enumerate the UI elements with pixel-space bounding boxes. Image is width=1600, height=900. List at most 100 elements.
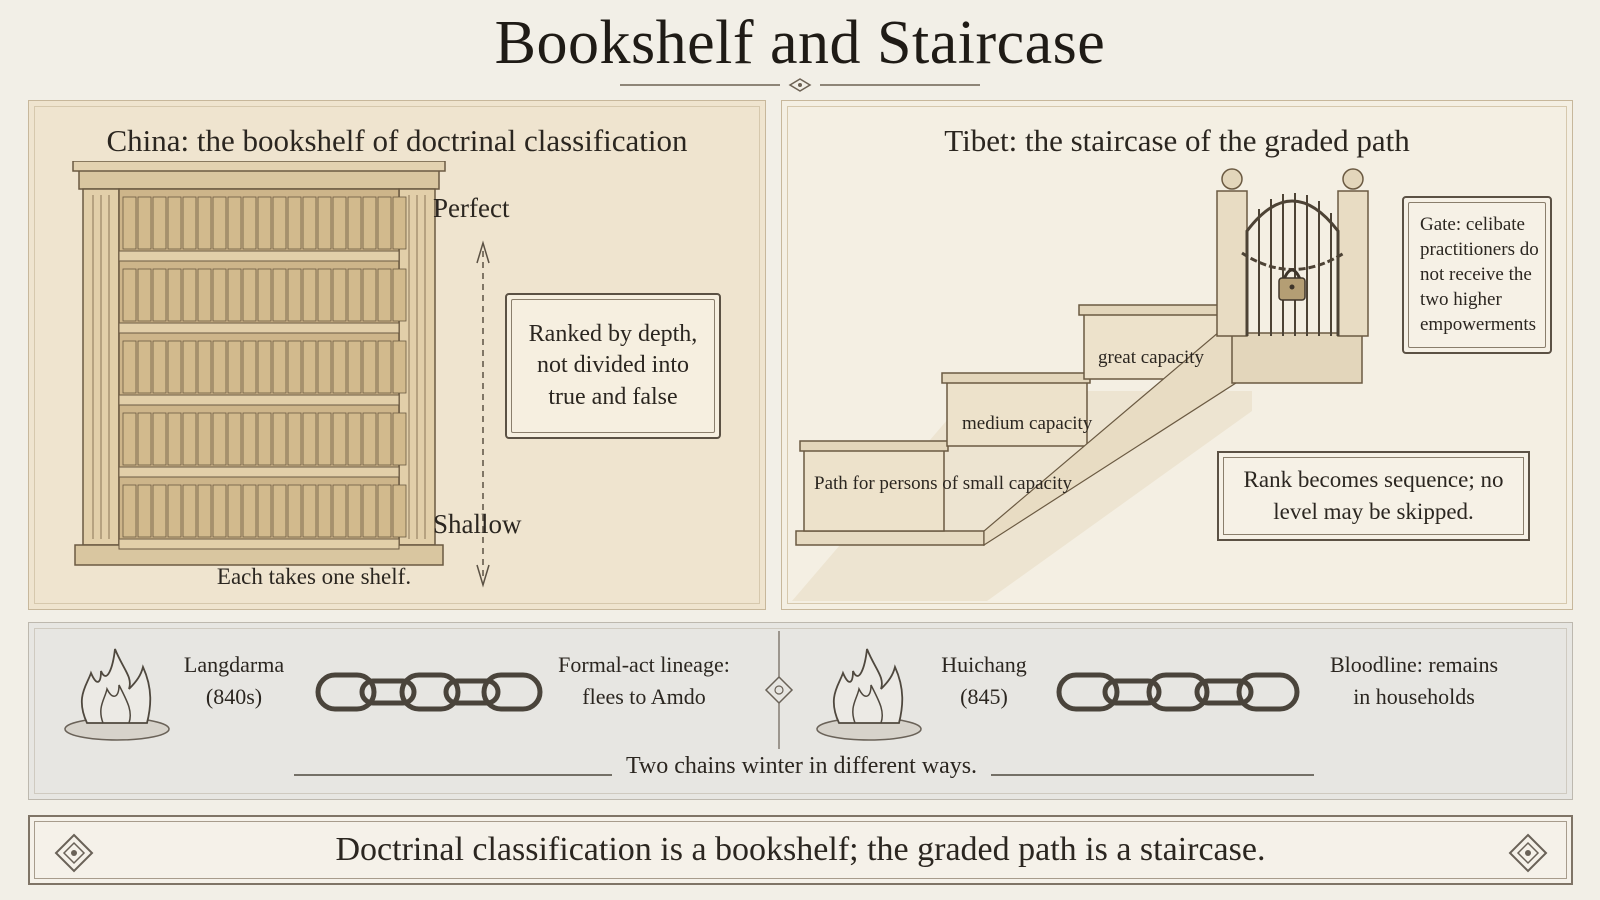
book <box>243 269 256 321</box>
book <box>393 413 406 465</box>
china-panel: China: the bookshelf of doctrinal classi… <box>28 100 766 610</box>
book <box>288 413 301 465</box>
book <box>333 485 346 537</box>
book <box>378 413 391 465</box>
fire-icon <box>57 627 177 747</box>
china-heading: China: the bookshelf of doctrinal classi… <box>29 123 765 159</box>
book <box>213 413 226 465</box>
page-title: Bookshelf and Staircase <box>0 8 1600 79</box>
book <box>198 197 211 249</box>
rank-sequence-note: Rank becomes sequence; no level may be s… <box>1217 451 1530 541</box>
formal-act-lineage-label: Formal-act lineage: flees to Amdo <box>549 649 739 713</box>
step-small-capacity: Path for persons of small capacity <box>814 471 1072 497</box>
bookshelf-caption: Each takes one shelf. <box>29 564 599 590</box>
chain-icon <box>314 667 544 717</box>
gate-icon <box>1217 169 1368 336</box>
book <box>138 269 151 321</box>
ranked-by-depth-note: Ranked by depth, not divided into true a… <box>505 293 721 439</box>
book <box>348 197 361 249</box>
book <box>213 485 226 537</box>
book <box>288 485 301 537</box>
book <box>213 197 226 249</box>
book <box>183 413 196 465</box>
shelf-row <box>119 341 406 405</box>
book <box>393 341 406 393</box>
bookshelf-illustration <box>69 161 449 581</box>
rank-note-text: Rank becomes sequence; no level may be s… <box>1244 464 1504 528</box>
book <box>318 341 331 393</box>
book <box>138 413 151 465</box>
shelf-plank <box>119 539 399 549</box>
book <box>363 197 376 249</box>
book <box>168 269 181 321</box>
book <box>123 485 136 537</box>
book <box>153 269 166 321</box>
book <box>228 197 241 249</box>
book <box>363 485 376 537</box>
book <box>303 269 316 321</box>
shelf-plank <box>119 251 399 261</box>
book <box>273 269 286 321</box>
book <box>243 413 256 465</box>
book <box>168 341 181 393</box>
book <box>258 413 271 465</box>
book <box>168 485 181 537</box>
book <box>318 413 331 465</box>
persecution-panel: Langdarma (840s) Formal-act lineage: fle… <box>28 622 1573 800</box>
step-great-capacity: great capacity <box>1098 345 1204 371</box>
book <box>123 197 136 249</box>
book <box>288 341 301 393</box>
ranked-note-text: Ranked by depth, not divided into true a… <box>519 319 707 413</box>
book <box>123 269 136 321</box>
perfect-label: Perfect <box>433 193 509 224</box>
book <box>348 269 361 321</box>
book <box>213 341 226 393</box>
gate-note: Gate: celibate practitioners do not rece… <box>1402 196 1552 354</box>
book <box>228 341 241 393</box>
book <box>243 341 256 393</box>
book <box>228 413 241 465</box>
book <box>183 197 196 249</box>
book <box>243 485 256 537</box>
tibet-panel: Tibet: the staircase of the graded path <box>781 100 1573 610</box>
book <box>288 197 301 249</box>
book <box>333 413 346 465</box>
winter-caption: Two chains winter in different ways. <box>29 753 1574 780</box>
book <box>138 197 151 249</box>
book <box>273 485 286 537</box>
book <box>363 413 376 465</box>
book <box>198 485 211 537</box>
chain-icon <box>1055 667 1303 717</box>
step-medium-capacity: medium capacity <box>962 411 1092 437</box>
book <box>153 197 166 249</box>
book <box>228 485 241 537</box>
book <box>348 341 361 393</box>
book <box>183 341 196 393</box>
book <box>393 485 406 537</box>
shelf-row <box>119 197 406 261</box>
book <box>213 269 226 321</box>
book <box>138 341 151 393</box>
book <box>273 413 286 465</box>
book <box>168 413 181 465</box>
fire-icon <box>809 627 929 747</box>
book <box>363 269 376 321</box>
book <box>258 485 271 537</box>
book <box>393 197 406 249</box>
book <box>303 413 316 465</box>
tibet-heading: Tibet: the staircase of the graded path <box>782 123 1572 159</box>
book <box>168 197 181 249</box>
book <box>198 341 211 393</box>
langdarma-label: Langdarma (840s) <box>174 649 294 713</box>
book <box>303 341 316 393</box>
book <box>378 485 391 537</box>
book <box>333 197 346 249</box>
gate-note-text: Gate: celibate practitioners do not rece… <box>1420 214 1539 335</box>
book <box>273 197 286 249</box>
book <box>288 269 301 321</box>
book <box>273 341 286 393</box>
book <box>138 485 151 537</box>
book <box>228 269 241 321</box>
book <box>363 341 376 393</box>
book <box>258 197 271 249</box>
